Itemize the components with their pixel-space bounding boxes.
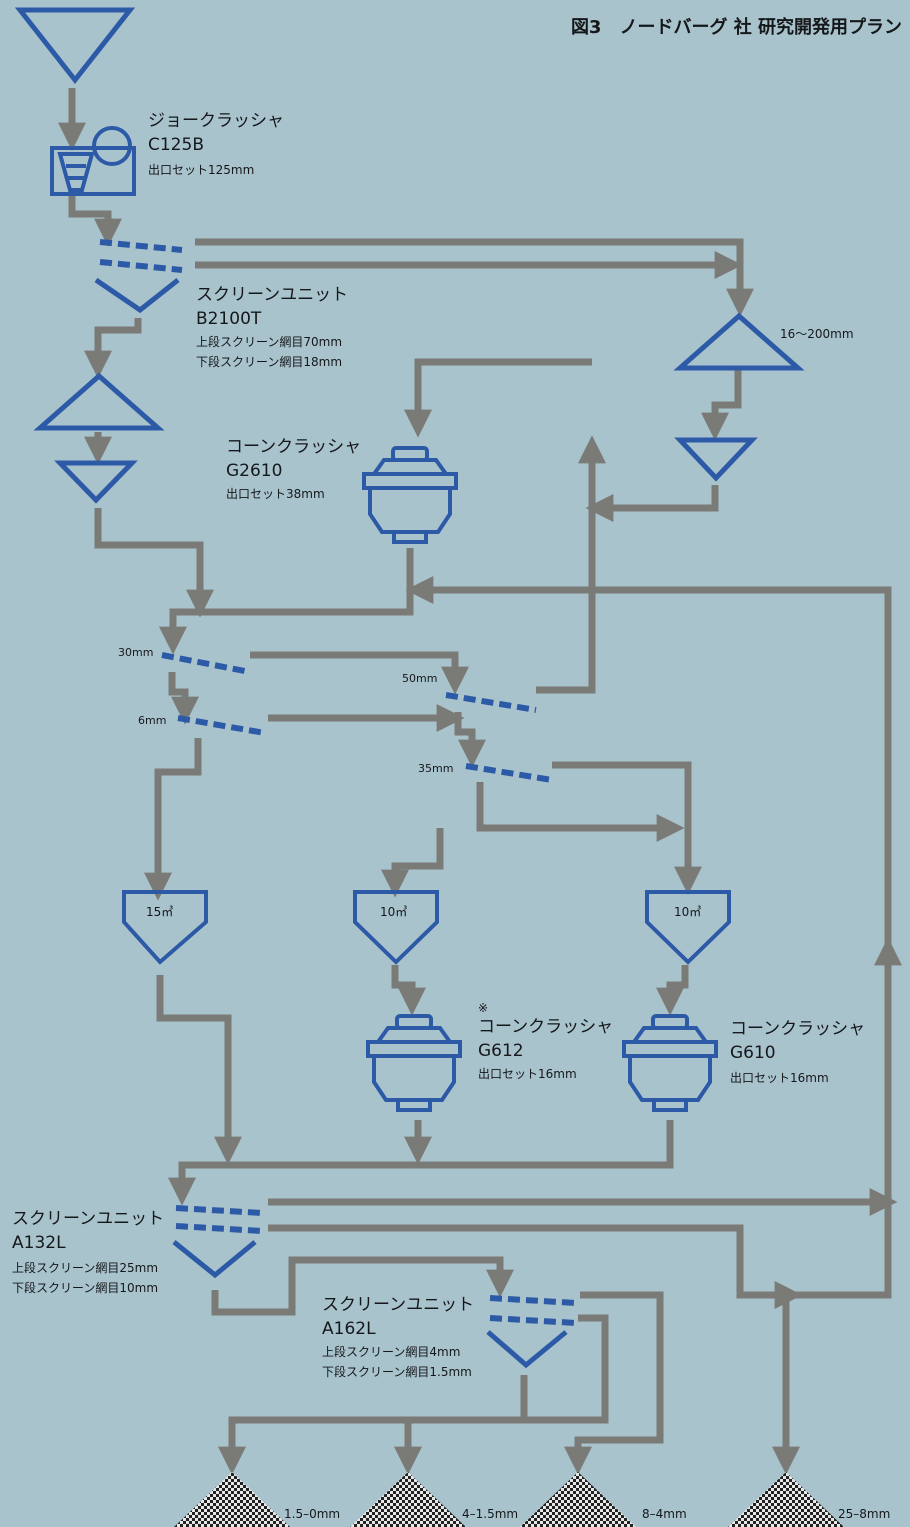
screen-30mm-label: 30mm <box>118 646 153 659</box>
screen-b2100t-upper: 上段スクリーン網目70mm <box>196 334 342 349</box>
flow-line <box>168 672 199 725</box>
screen-35mm-deck <box>465 763 553 783</box>
flow-line <box>144 738 202 901</box>
feeder-left-icon <box>54 460 138 504</box>
figure-title: 図3 ノードバーグ 社 研究開発用プラン <box>571 16 902 38</box>
bin-15-label: 15㎥ <box>146 905 173 919</box>
feeder-right-icon <box>674 437 758 482</box>
screen-6mm-deck <box>177 715 266 736</box>
screen-50mm-deck <box>445 692 537 713</box>
jaw-crusher-icon <box>50 126 136 196</box>
product-pile-icon <box>520 1472 636 1527</box>
screen-b2100t-model: B2100T <box>196 309 262 329</box>
screen-a162l-lower: 下段スクリーン網目1.5mm <box>322 1364 472 1379</box>
flow-line <box>405 576 892 950</box>
flow-line <box>454 712 486 768</box>
cone-crusher-g610-icon <box>622 1014 718 1112</box>
screen-b2100t-lower: 下段スクリーン網目18mm <box>196 354 342 369</box>
flow-line <box>701 370 742 441</box>
flow-line <box>404 358 592 438</box>
cone-crusher-g612-icon <box>366 1014 462 1112</box>
cone-g2610-name: コーンクラッシャ <box>226 437 361 457</box>
cone-g612-name: コーンクラッシャ <box>478 1017 613 1037</box>
flow-line <box>585 485 719 522</box>
bin-10a-label: 10㎥ <box>380 905 407 919</box>
surge-bin-10a-icon <box>353 890 439 965</box>
screen-a132l-name: スクリーンユニット <box>12 1209 164 1229</box>
flow-line <box>536 435 606 694</box>
product-pile-icon <box>174 1472 290 1527</box>
screen-a162l-model: A162L <box>322 1319 376 1339</box>
screen-30mm-deck <box>161 652 251 675</box>
screen-50mm-label: 50mm <box>402 672 437 685</box>
flow-line <box>656 965 689 1016</box>
flow-line <box>168 1120 674 1206</box>
vibrating-screens <box>161 652 553 783</box>
flow-line <box>381 828 444 898</box>
product-pile-icon <box>350 1472 466 1527</box>
stockpile-16-200-icon <box>673 312 805 371</box>
screen-b2100t-name: スクリーンユニット <box>196 285 348 305</box>
flow-line <box>84 318 142 379</box>
cone-crusher-g2610-icon <box>362 446 458 544</box>
flow-line <box>391 965 426 1016</box>
cone-g610-setting: 出口セット16mm <box>730 1071 829 1085</box>
screen-35mm-label: 35mm <box>418 762 453 775</box>
flow-line <box>211 1256 514 1316</box>
product-pile-icon <box>728 1472 844 1527</box>
screen-b2100t-icon <box>94 239 183 314</box>
flow-line <box>394 1314 609 1475</box>
flow-line <box>94 508 214 618</box>
screen-a132l-upper: 上段スクリーン網目25mm <box>12 1260 158 1275</box>
stockpile-left-icon <box>33 372 165 431</box>
jaw-crusher-model: C125B <box>148 135 204 155</box>
screen-6mm-label: 6mm <box>138 714 166 727</box>
product-label-2: 4–1.5mm <box>462 1507 518 1521</box>
product-label-4: 25–8mm <box>838 1507 890 1521</box>
screen-a132l-lower: 下段スクリーン網目10mm <box>12 1280 158 1295</box>
jaw-crusher-name: ジョークラッシャ <box>148 111 284 131</box>
screen-a162l-icon <box>486 1295 577 1369</box>
equipment <box>14 7 844 1527</box>
bin-10b-label: 10㎥ <box>674 905 701 919</box>
screen-a162l-name: スクリーンユニット <box>322 1295 474 1315</box>
flow-line <box>68 196 122 247</box>
labels: ジョークラッシャ C125B 出口セット125mm スクリーンユニット B210… <box>12 111 890 1521</box>
product-piles <box>174 1472 844 1527</box>
flow-line <box>268 937 902 1299</box>
feed-hopper-icon <box>14 7 136 85</box>
flow-line <box>218 1375 528 1475</box>
flow-line <box>195 238 754 317</box>
surge-bin-10b-icon <box>645 890 731 965</box>
cone-g2610-setting: 出口セット38mm <box>226 487 325 501</box>
flow-line <box>159 548 414 655</box>
flow-line <box>552 761 702 895</box>
flow-lines <box>58 88 902 1475</box>
flow-line <box>250 651 469 695</box>
cone-g610-model: G610 <box>730 1043 776 1063</box>
flow-line <box>156 975 242 1165</box>
jaw-crusher-setting: 出口セット125mm <box>148 163 254 177</box>
cone-g612-model: G612 <box>478 1041 524 1061</box>
screen-a132l-model: A132L <box>12 1233 66 1253</box>
stockpile-16-200-label: 16～200mm <box>780 327 854 341</box>
cone-g2610-model: G2610 <box>226 461 282 481</box>
flow-line <box>564 1291 664 1475</box>
product-label-1: 1.5–0mm <box>284 1507 340 1521</box>
flow-line <box>476 782 685 842</box>
screen-a162l-upper: 上段スクリーン網目4mm <box>322 1344 460 1359</box>
surge-bin-15-icon <box>122 890 208 965</box>
cone-g612-mark: ※ <box>478 1001 488 1015</box>
product-label-3: 8–4mm <box>642 1507 687 1521</box>
cone-g612-setting: 出口セット16mm <box>478 1067 577 1081</box>
cone-g610-name: コーンクラッシャ <box>730 1019 865 1039</box>
screen-a132l-icon <box>172 1205 263 1279</box>
